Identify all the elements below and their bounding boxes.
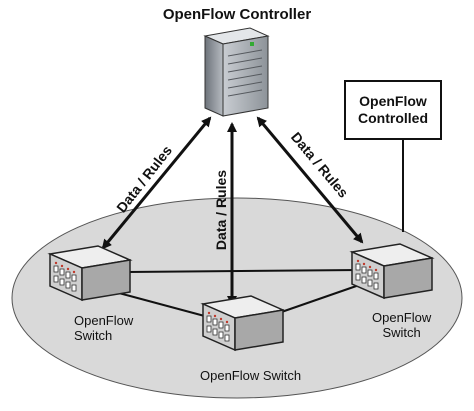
switch-label-bottom: OpenFlow Switch xyxy=(200,368,301,383)
switch-label-left-line2: Switch xyxy=(74,328,113,343)
switch-label-bottom-line1: OpenFlow Switch xyxy=(200,368,302,383)
controlled-box: OpenFlow Controlled xyxy=(344,80,442,140)
link-left-bottom xyxy=(114,291,213,319)
switch-label-left-line1: OpenFlow xyxy=(74,313,134,328)
switch-label-right-line2: Switch xyxy=(382,325,421,340)
link-bottom-right xyxy=(269,282,366,317)
controlled-box-line1: OpenFlow xyxy=(359,93,427,109)
switch-icon-right xyxy=(349,243,435,300)
controlled-box-line2: Controlled xyxy=(358,110,428,126)
link-left-right xyxy=(119,269,361,273)
switch-links xyxy=(114,269,366,319)
data-rule-arrows xyxy=(101,116,364,306)
switch-icon-bottom xyxy=(200,295,286,352)
switch-label-right-line1: OpenFlow xyxy=(372,310,432,325)
edge-label-center: Data / Rules xyxy=(213,170,229,250)
switch-label-right: OpenFlow Switch xyxy=(372,310,431,340)
server-icon xyxy=(203,27,270,117)
switch-icon-left xyxy=(47,245,133,302)
controller-label: OpenFlow Controller xyxy=(162,6,312,23)
arrow-left xyxy=(101,116,212,250)
arrow-right xyxy=(256,116,364,244)
switch-label-left: OpenFlow Switch xyxy=(74,313,133,343)
